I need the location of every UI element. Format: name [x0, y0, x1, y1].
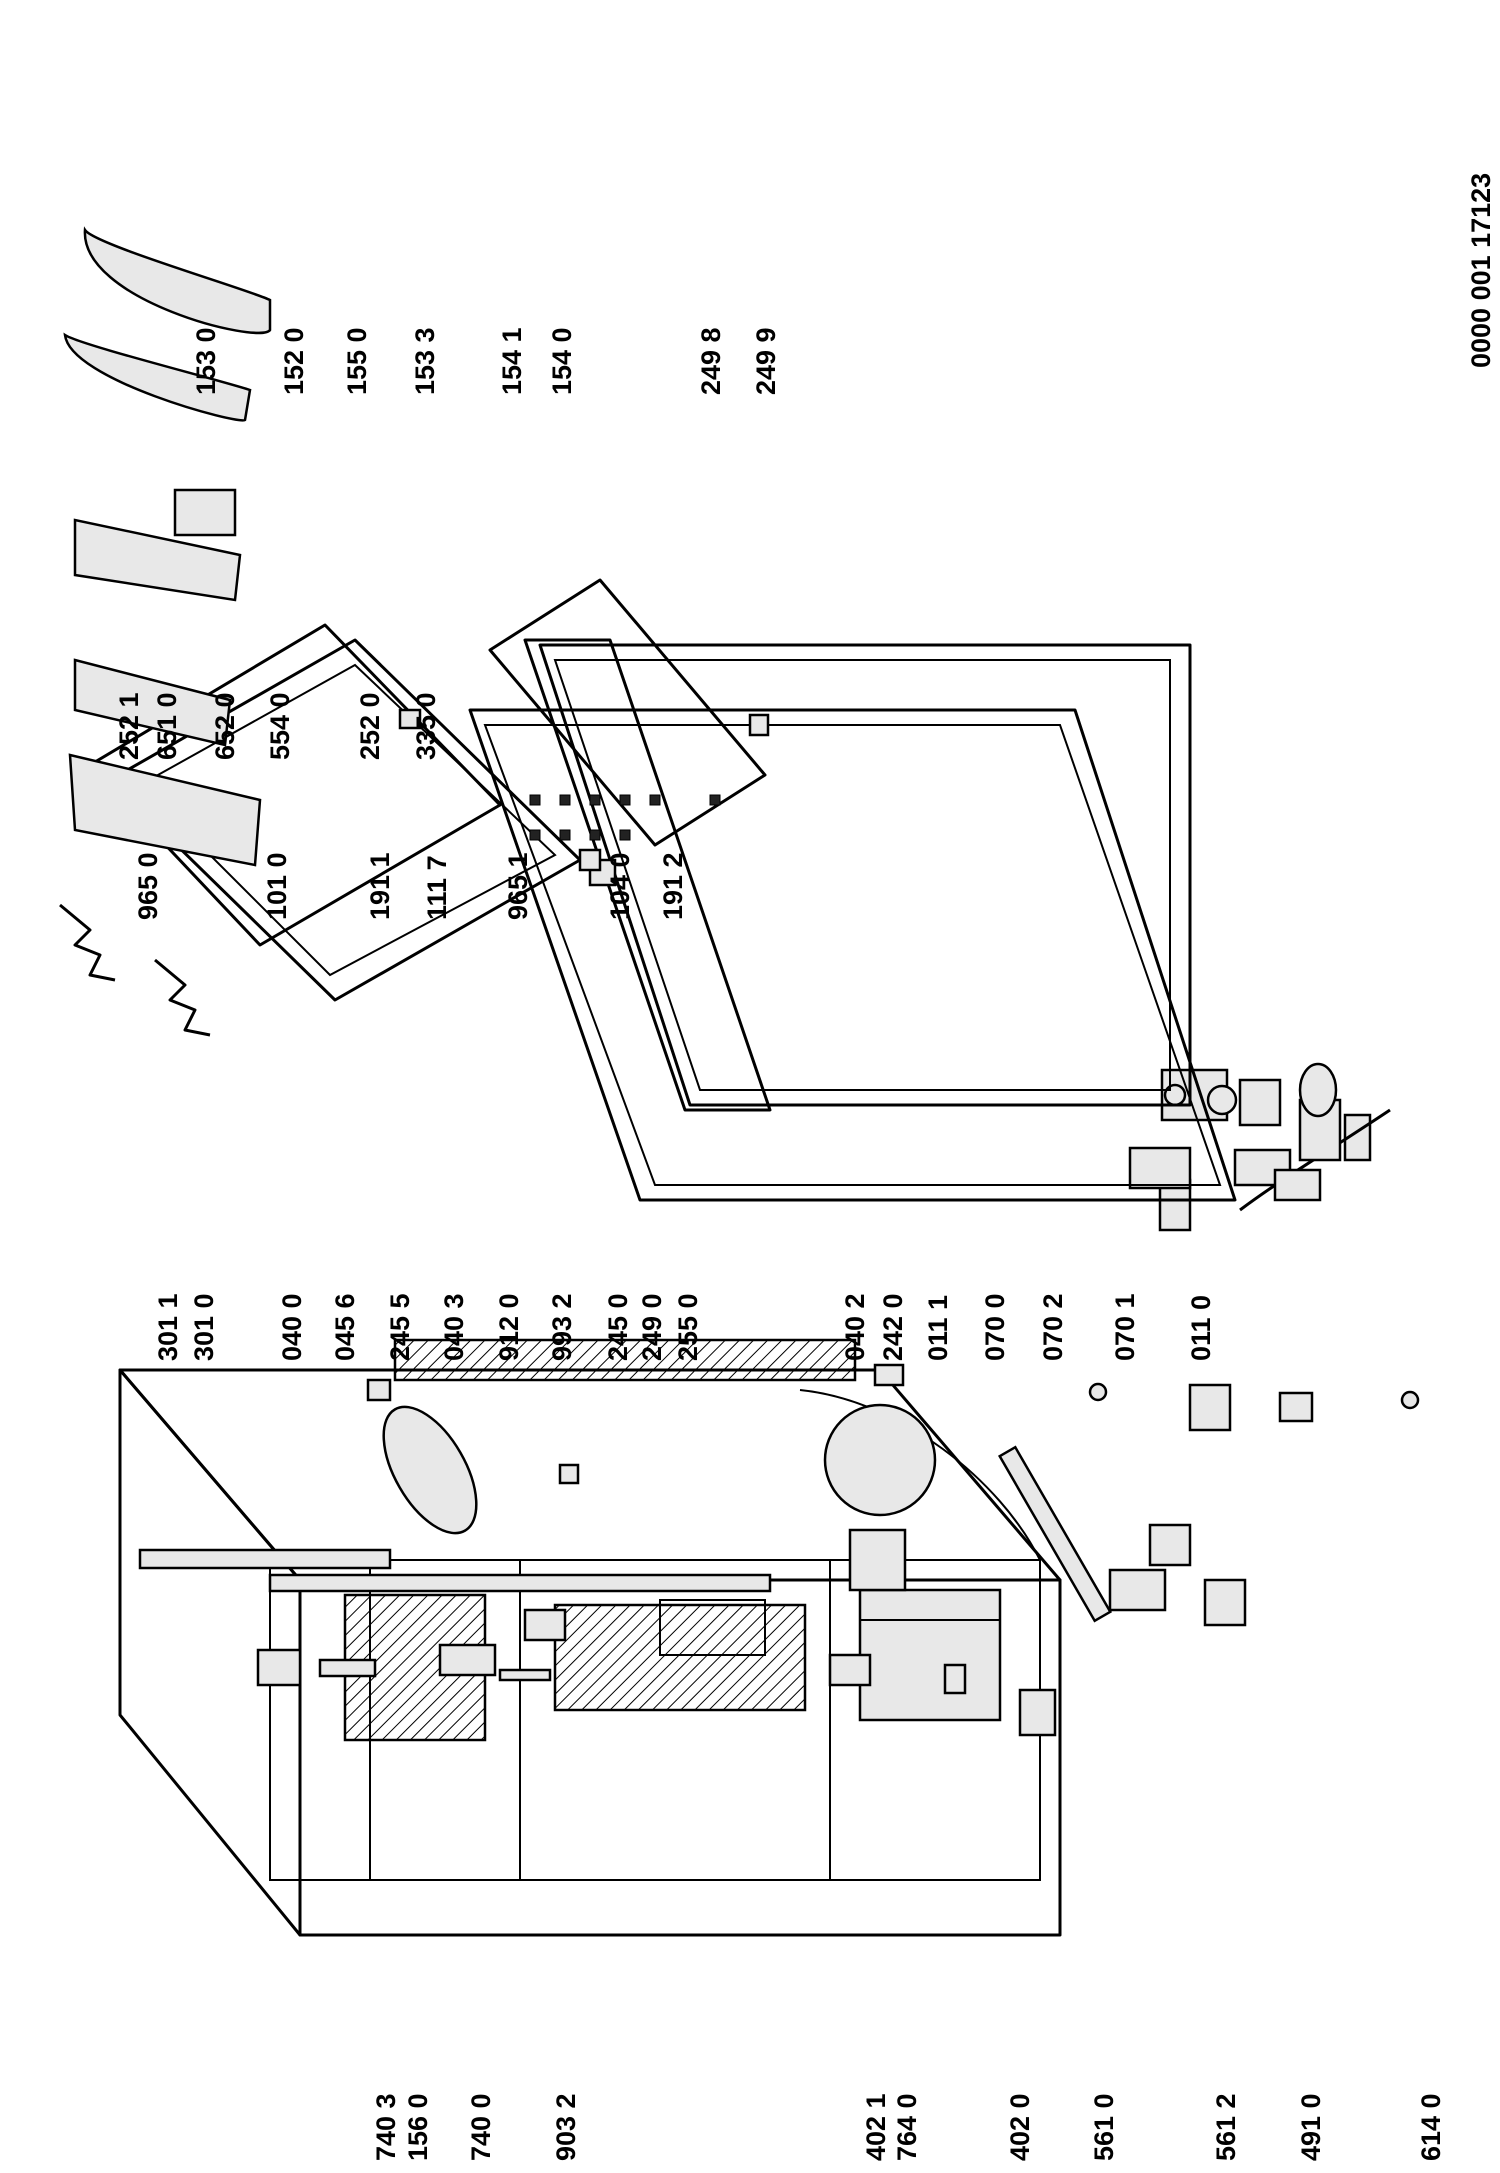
- label-1520: 152 0: [279, 327, 309, 395]
- label-0702: 070 2: [1038, 1293, 1068, 1361]
- door-seal-markers: [529, 794, 721, 841]
- label-4910: 491 0: [1296, 2093, 1326, 2161]
- label-9120: 912 0: [494, 1293, 524, 1361]
- label-1911: 191 1: [365, 852, 395, 920]
- label-2455: 245 5: [385, 1293, 415, 1361]
- label-1117: 111 7: [422, 855, 452, 920]
- control-parts: [1128, 1062, 1391, 1232]
- label-1530: 153 0: [191, 327, 221, 395]
- label-0701: 070 1: [1110, 1293, 1140, 1361]
- refrigerator-cabinet: [118, 1338, 1113, 1937]
- label-2499: 249 9: [751, 327, 781, 395]
- label-0400: 040 0: [277, 1293, 307, 1361]
- label-9650: 965 0: [133, 852, 163, 920]
- label-0110: 011 0: [1186, 1295, 1216, 1361]
- loose-parts-left: [366, 1363, 1420, 1485]
- label-1540: 154 0: [547, 327, 577, 395]
- label-0402: 040 2: [840, 1293, 870, 1361]
- label-2490: 249 0: [637, 1293, 667, 1361]
- label-3010: 301 0: [189, 1293, 219, 1361]
- label-5540: 554 0: [265, 692, 295, 760]
- label-3350: 335 0: [411, 692, 441, 760]
- label-6520: 652 0: [210, 692, 240, 760]
- label-9032: 903 2: [551, 2093, 581, 2161]
- label-4021: 402 1: [861, 2093, 891, 2161]
- label-1541: 154 1: [497, 327, 527, 395]
- label-4020: 402 0: [1005, 2093, 1035, 2161]
- label-1560: 156 0: [403, 2093, 433, 2161]
- part-labels: 740 3 156 0 740 0 903 2 402 1 764 0 402 …: [114, 173, 1496, 2161]
- door-gasket-upper: [88, 623, 502, 947]
- label-1040: 104 0: [605, 852, 635, 920]
- label-3011: 301 1: [153, 1293, 183, 1361]
- label-2420: 242 0: [878, 1293, 908, 1361]
- fridge-door: [523, 638, 1192, 1112]
- label-2498: 249 8: [696, 327, 726, 395]
- label-9932: 993 2: [547, 1293, 577, 1361]
- label-7640: 764 0: [892, 2093, 922, 2161]
- door-hinge-caps: [398, 708, 770, 887]
- label-0456: 045 6: [330, 1293, 360, 1361]
- part-7403-shape: [366, 1378, 392, 1402]
- door-balconies: [63, 226, 272, 867]
- label-1912: 191 2: [658, 852, 688, 920]
- loose-parts-right: [256, 1523, 1247, 1737]
- label-0403: 040 3: [439, 1293, 469, 1361]
- label-2550: 255 0: [673, 1293, 703, 1361]
- label-0111: 011 1: [923, 1295, 953, 1361]
- drawing-reference: 0000 001 17123: [1466, 173, 1496, 368]
- label-2520: 252 0: [355, 692, 385, 760]
- label-0700: 070 0: [980, 1293, 1010, 1361]
- label-9651: 965 1: [503, 852, 533, 920]
- label-2450: 245 0: [603, 1293, 633, 1361]
- label-1010: 101 0: [262, 852, 292, 920]
- label-7400: 740 0: [466, 2093, 496, 2161]
- label-1533: 153 3: [410, 327, 440, 395]
- shelf-rails: [59, 903, 211, 1037]
- door-gasket-lower: [468, 708, 1237, 1202]
- label-6140: 614 0: [1416, 2093, 1446, 2161]
- label-1550: 155 0: [342, 327, 372, 395]
- label-7403: 740 3: [371, 2093, 401, 2161]
- label-5612: 561 2: [1211, 2093, 1241, 2161]
- label-2521: 252 1: [114, 692, 144, 760]
- label-6510: 651 0: [152, 692, 182, 760]
- label-5610: 561 0: [1089, 2093, 1119, 2161]
